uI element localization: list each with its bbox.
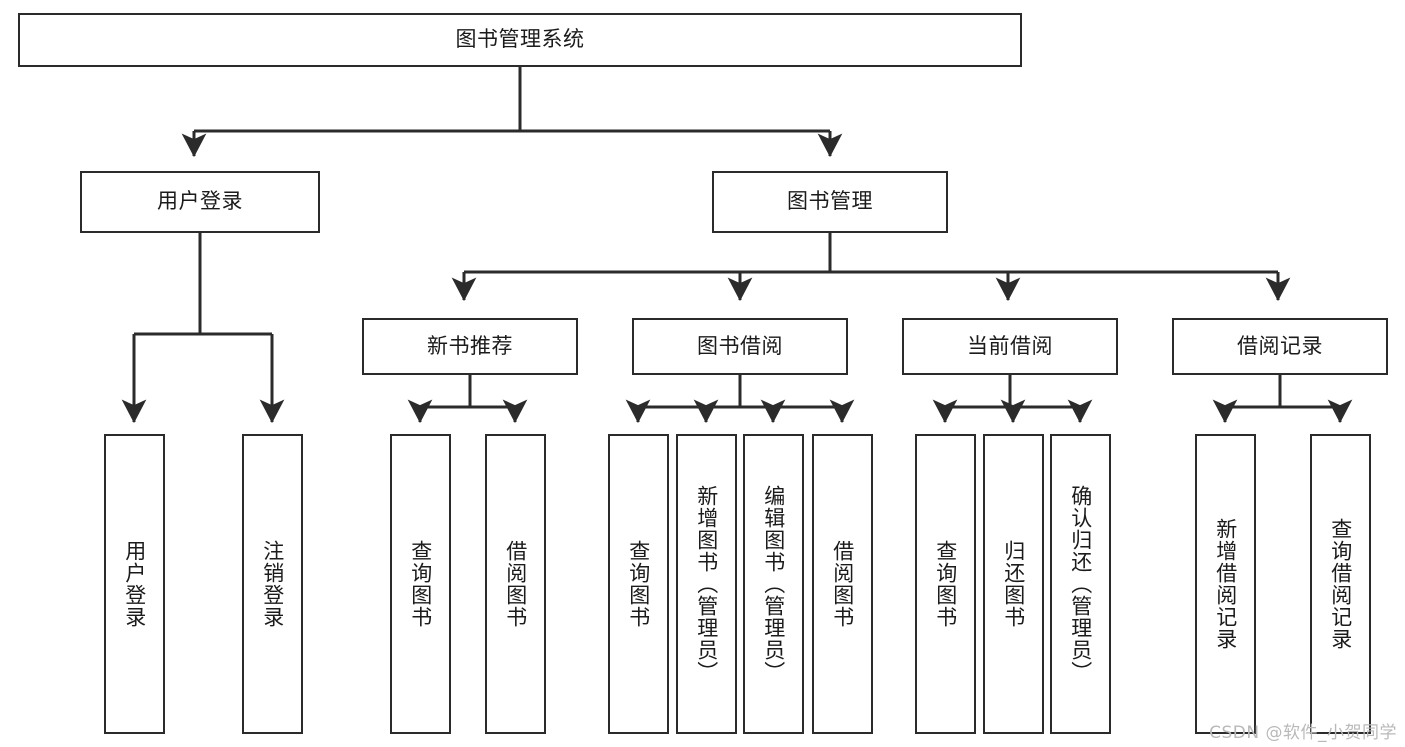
leaf-query-borrow-record[interactable]: 查询借阅记录 [1310, 434, 1371, 734]
node-label: 图书管理系统 [455, 27, 585, 52]
node-label: 新增图书（管理员） [694, 485, 719, 683]
node-label: 查询借阅记录 [1328, 518, 1353, 650]
node-label: 当前借阅 [967, 333, 1053, 358]
node-label: 图书管理 [787, 189, 873, 214]
leaf-user-login[interactable]: 用户登录 [104, 434, 165, 734]
node-label: 注销登录 [260, 540, 285, 628]
node-label: 归还图书 [1001, 540, 1026, 628]
node-user-login[interactable]: 用户登录 [80, 171, 320, 233]
node-label: 用户登录 [122, 540, 147, 628]
node-book-management[interactable]: 图书管理 [712, 171, 948, 233]
node-label: 确认归还（管理员） [1068, 485, 1093, 683]
node-label: 编辑图书（管理员） [761, 485, 786, 683]
csdn-watermark: CSDN @软件_小贺同学 [1209, 723, 1397, 743]
leaf-return-book[interactable]: 归还图书 [983, 434, 1044, 734]
node-label: 查询图书 [626, 540, 651, 628]
node-label: 查询图书 [933, 540, 958, 628]
node-label: 查询图书 [408, 540, 433, 628]
leaf-borrow-book[interactable]: 借阅图书 [812, 434, 873, 734]
node-label: 图书借阅 [697, 333, 783, 358]
node-label: 借阅图书 [830, 540, 855, 628]
leaf-add-book-admin[interactable]: 新增图书（管理员） [676, 434, 737, 734]
leaf-query-book-newbook[interactable]: 查询图书 [390, 434, 451, 734]
node-new-book-recommendation[interactable]: 新书推荐 [362, 318, 578, 375]
leaf-logout[interactable]: 注销登录 [242, 434, 303, 734]
leaf-edit-book-admin[interactable]: 编辑图书（管理员） [743, 434, 804, 734]
leaf-query-book-borrow[interactable]: 查询图书 [608, 434, 669, 734]
leaf-borrow-book-newbook[interactable]: 借阅图书 [485, 434, 546, 734]
leaf-confirm-return-admin[interactable]: 确认归还（管理员） [1050, 434, 1111, 734]
node-borrowing-records[interactable]: 借阅记录 [1172, 318, 1388, 375]
node-label: 用户登录 [157, 189, 243, 214]
node-book-borrowing[interactable]: 图书借阅 [632, 318, 848, 375]
node-label: 借阅记录 [1237, 333, 1323, 358]
leaf-query-book-current[interactable]: 查询图书 [915, 434, 976, 734]
node-label: 新书推荐 [427, 333, 513, 358]
node-root-book-management-system[interactable]: 图书管理系统 [18, 13, 1022, 67]
leaf-add-borrow-record[interactable]: 新增借阅记录 [1195, 434, 1256, 734]
node-current-borrowing[interactable]: 当前借阅 [902, 318, 1118, 375]
node-label: 借阅图书 [503, 540, 528, 628]
node-label: 新增借阅记录 [1213, 518, 1238, 650]
